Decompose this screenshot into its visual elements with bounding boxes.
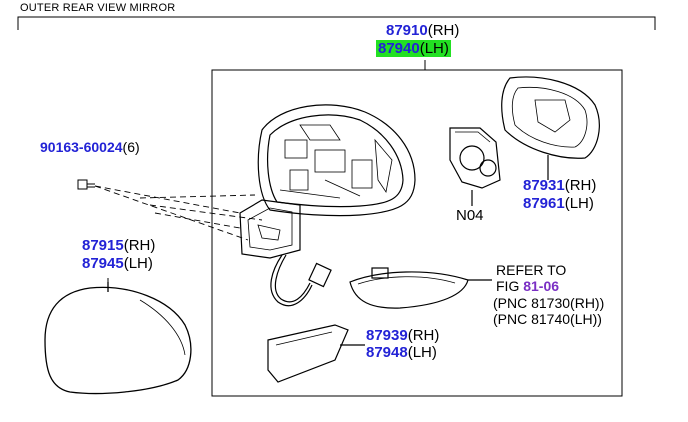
lower-cover-part-lh: 87948(LH) — [366, 344, 437, 362]
lower-cover-side-lh: (LH) — [407, 344, 437, 361]
assembly-side-rh: (RH) — [427, 22, 460, 39]
assembly-frame — [211, 69, 623, 397]
assembly-number-lh[interactable]: 87940 — [378, 40, 420, 57]
assembly-side-lh: (LH) — [419, 40, 449, 57]
mirror-glass-part-lh: 87961(LH) — [523, 195, 594, 213]
screw-leaders — [94, 185, 263, 241]
harness-drawing — [270, 254, 332, 307]
cover-number-lh[interactable]: 87945 — [82, 255, 124, 272]
header-bracket — [17, 16, 656, 30]
diagram-title: OUTER REAR VIEW MIRROR — [20, 2, 176, 14]
assembly-part-lh: 87940(LH) — [376, 40, 451, 58]
refer-line1: REFER TO — [496, 262, 567, 278]
mirror-glass-drawing — [501, 76, 600, 180]
cover-number-rh[interactable]: 87915 — [82, 237, 124, 254]
pnc-rh: (PNC 81730(RH)) — [493, 295, 605, 311]
lower-cover-drawing — [267, 324, 365, 383]
refer-fig-link[interactable]: 81-06 — [523, 278, 560, 294]
assembly-part-rh: 87910(RH) — [386, 22, 459, 40]
motor-label: N04 — [456, 207, 484, 224]
mirror-cover-drawing — [44, 282, 192, 395]
mirror-glass-side-lh: (LH) — [564, 195, 594, 212]
pnc-lh: (PNC 81740(LH)) — [493, 311, 602, 327]
cover-part-rh: 87915(RH) — [82, 237, 155, 255]
lower-cover-part-rh: 87939(RH) — [366, 327, 439, 345]
assembly-number-rh[interactable]: 87910 — [386, 22, 428, 39]
refer-fig-prefix: FIG — [496, 278, 524, 294]
lower-cover-number-lh[interactable]: 87948 — [366, 344, 408, 361]
signal-lamp-drawing — [349, 267, 492, 309]
cover-side-lh: (LH) — [123, 255, 153, 272]
cover-side-rh: (RH) — [123, 237, 156, 254]
lower-cover-number-rh[interactable]: 87939 — [366, 327, 408, 344]
mirror-glass-number-lh[interactable]: 87961 — [523, 195, 565, 212]
lower-cover-side-rh: (RH) — [407, 327, 440, 344]
screw-part: 90163-60024(6) — [40, 139, 140, 157]
refer-fig-line: FIG 81-06 — [496, 278, 559, 294]
mirror-housing — [239, 104, 416, 259]
screw-number[interactable]: 90163-60024 — [40, 139, 123, 155]
mirror-glass-number-rh[interactable]: 87931 — [523, 177, 565, 194]
mirror-glass-part-rh: 87931(RH) — [523, 177, 596, 195]
motor-drawing — [449, 127, 501, 206]
screw-drawing — [77, 179, 95, 190]
screw-qty: (6) — [122, 139, 140, 155]
mirror-glass-side-rh: (RH) — [564, 177, 597, 194]
cover-part-lh: 87945(LH) — [82, 255, 153, 273]
